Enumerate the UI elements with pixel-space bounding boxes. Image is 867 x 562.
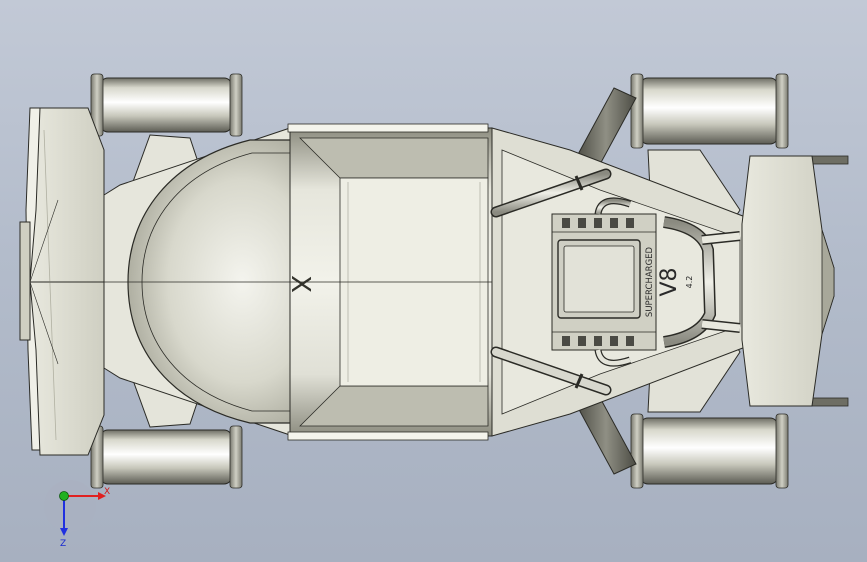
axis-triad: X Z	[44, 480, 110, 549]
axis-y-dot	[59, 491, 69, 501]
axis-x-label: X	[104, 487, 110, 497]
roll-bars	[490, 168, 612, 396]
engine-label: SUPERCHARGED	[645, 246, 655, 317]
car-body	[30, 123, 499, 441]
axis-z-label: Z	[60, 539, 66, 549]
engine-badge: V8	[657, 267, 682, 296]
logo-mark: X	[285, 275, 315, 293]
engine-sub: 4.2	[685, 276, 694, 289]
tire-front-right	[90, 425, 243, 489]
exhaust-pipes	[594, 197, 741, 367]
tire-front-left	[90, 73, 243, 137]
tire-rear-right	[630, 413, 789, 489]
rear-wing	[741, 155, 849, 407]
engine-block: SUPERCHARGED V8 4.2	[551, 213, 694, 351]
front-wing	[19, 107, 105, 456]
tire-rear-left	[630, 73, 789, 149]
